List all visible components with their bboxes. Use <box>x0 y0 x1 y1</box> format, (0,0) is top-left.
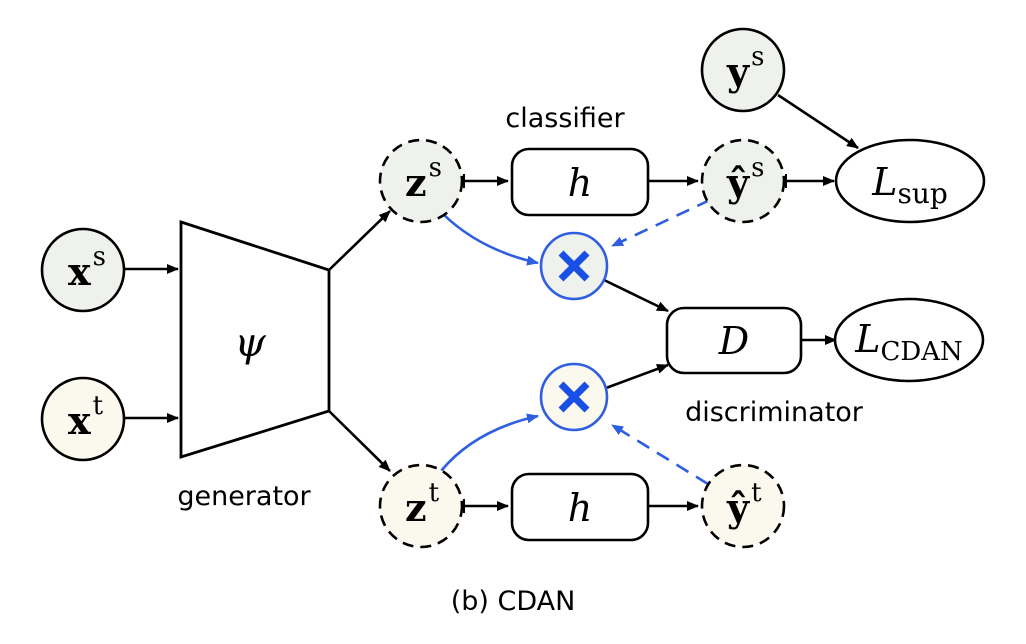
node-zt-label: zt <box>405 478 440 530</box>
classifier-h-top-symbol: h <box>568 161 592 205</box>
node-xs-circle <box>40 227 126 313</box>
generator-symbol: ψ <box>234 320 266 366</box>
mult-top <box>539 231 609 301</box>
edge-ys-to-loss-sup <box>777 93 859 150</box>
mult-bottom <box>539 362 609 432</box>
node-xs-label: xs <box>68 242 106 294</box>
classifier-h-top: h <box>510 147 650 217</box>
loss-sup-label: Lsup <box>871 160 948 210</box>
multiply-icon <box>558 381 590 413</box>
classifier-h-bottom-box <box>510 472 650 542</box>
node-ys-hat-label: ŷs <box>726 153 764 205</box>
edge-ys-hat-to-mult-top <box>611 198 711 248</box>
figure-caption: (b) CDAN <box>451 586 576 617</box>
node-zs-circle <box>378 138 464 224</box>
discriminator-label: discriminator <box>685 397 864 428</box>
edge-yt-hat-to-mult-bottom <box>611 423 709 486</box>
discriminator-box <box>665 306 803 375</box>
node-zs: zs <box>378 138 464 224</box>
node-zs-label: zs <box>405 153 442 205</box>
node-yt-hat: ŷt <box>700 463 786 549</box>
node-ys: ys <box>700 27 786 113</box>
node-xt-circle <box>40 376 126 462</box>
edge-mult-bottom-to-discriminator <box>605 363 669 390</box>
classifier-h-bottom: h <box>510 472 650 542</box>
classifier-h-bottom-symbol: h <box>568 486 592 530</box>
edge-mult-top-to-discriminator <box>603 278 669 313</box>
generator-label: generator <box>177 481 311 512</box>
discriminator: D <box>665 306 803 375</box>
node-zt: zt <box>378 463 464 549</box>
generator: ψ <box>179 220 331 459</box>
node-ys-hat-circle <box>700 138 786 224</box>
node-ys-hat: ŷs <box>700 138 786 224</box>
generator-trapezoid <box>179 220 331 459</box>
node-yt-hat-label: ŷt <box>726 478 762 530</box>
loss-cdan: LCDAN <box>833 297 985 383</box>
classifier-label: classifier <box>505 103 625 134</box>
discriminator-symbol: D <box>718 319 749 363</box>
edge-zs-to-mult-top <box>442 213 539 266</box>
node-ys-label: ys <box>726 42 764 94</box>
loss-cdan-label: LCDAN <box>854 317 963 367</box>
loss-sup: Lsup <box>834 138 986 224</box>
node-ys-circle <box>700 27 786 113</box>
node-xt: xt <box>40 376 126 462</box>
edge-zt-to-mult-bottom <box>439 413 539 472</box>
classifier-h-top-box <box>510 147 650 217</box>
loss-cdan-ellipse <box>833 297 985 383</box>
node-yt-hat-circle <box>700 463 786 549</box>
edges <box>124 93 859 506</box>
node-zt-circle <box>378 463 464 549</box>
loss-sup-ellipse <box>834 138 986 224</box>
edge-generator-to-zt <box>328 410 391 472</box>
node-xt-label: xt <box>68 391 104 443</box>
edge-generator-to-zs <box>328 210 391 271</box>
node-xs: xs <box>40 227 126 313</box>
multiply-icon <box>558 250 590 282</box>
